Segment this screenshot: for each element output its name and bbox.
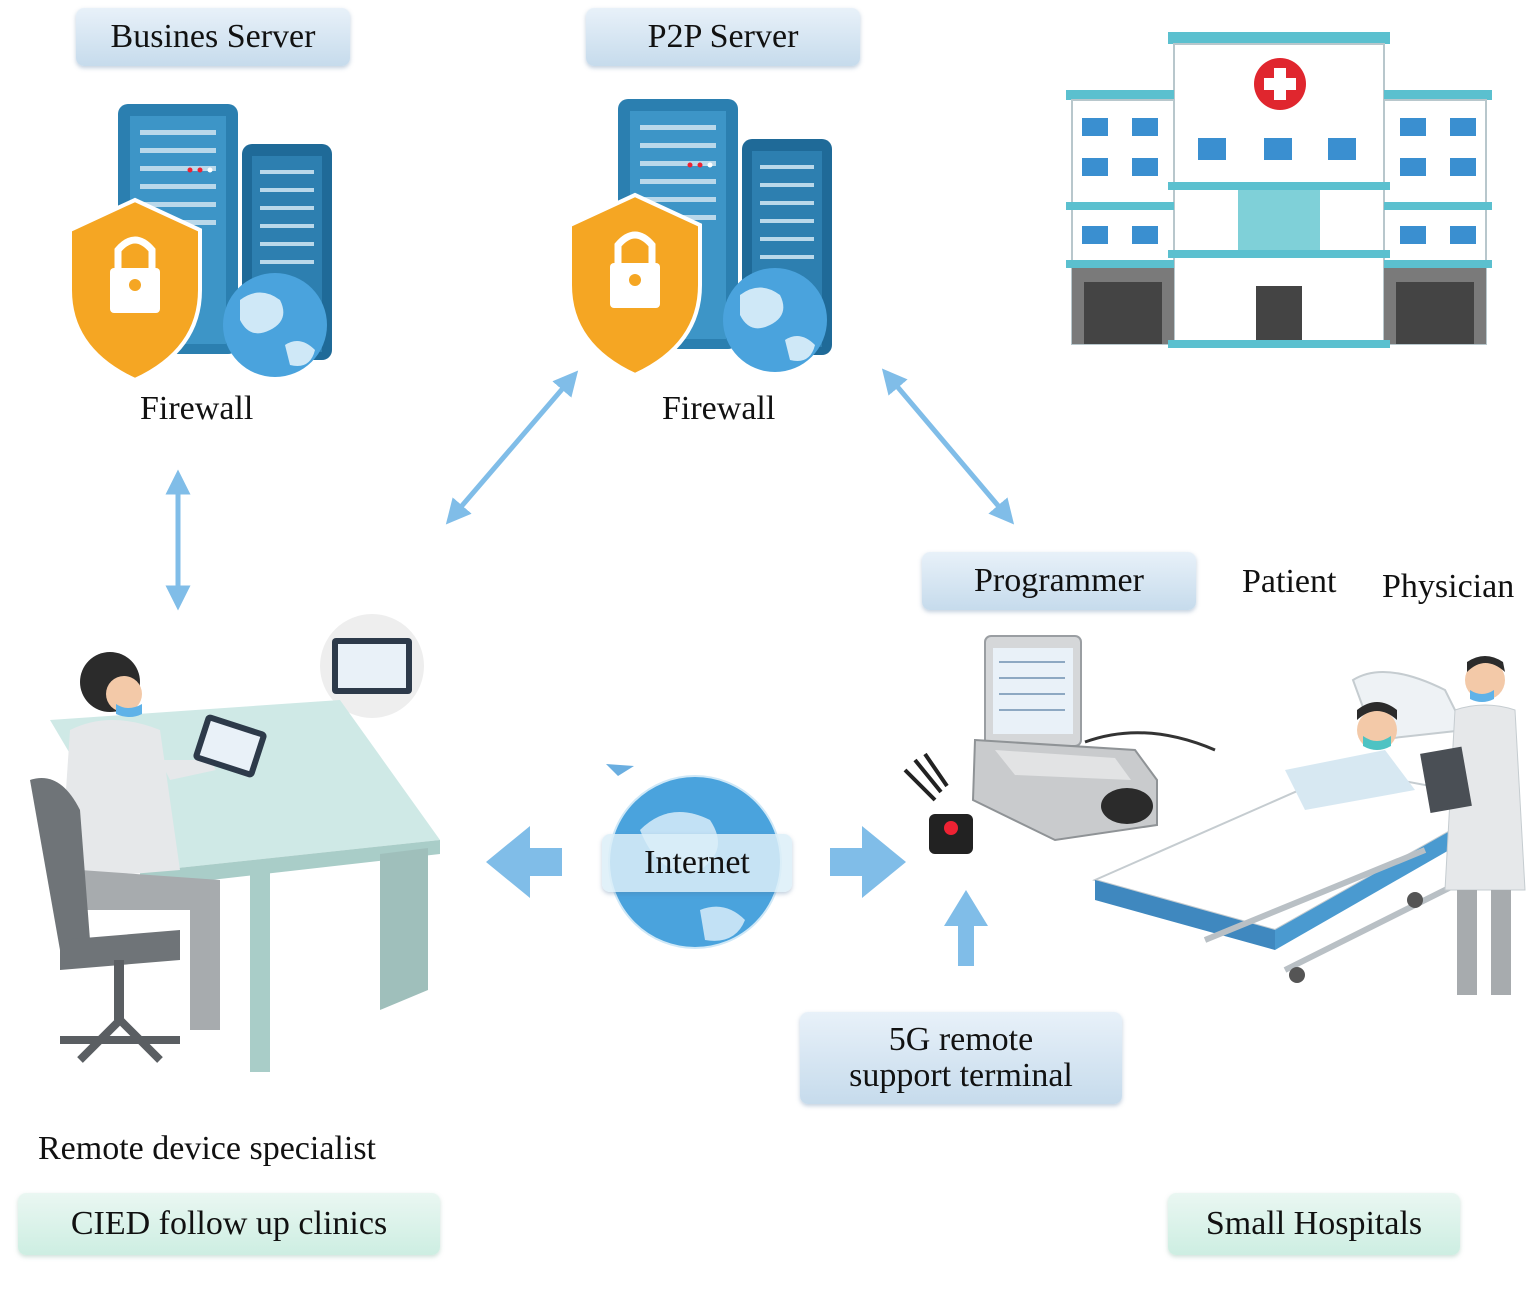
programmer-device-icon	[903, 635, 1216, 854]
5g-terminal-label-line1: 5G remote	[888, 1021, 1034, 1059]
internet-label-text: Internet	[644, 844, 750, 882]
specialist-scene	[30, 614, 440, 1072]
firewall-shield-icon	[568, 192, 702, 378]
physician-label: Physician	[1382, 568, 1515, 605]
arrow-terminal-to-programmer	[944, 890, 988, 966]
hospital-building-icon	[1066, 32, 1492, 348]
internet-label: Internet	[602, 834, 792, 892]
firewall-shield-icon	[68, 197, 202, 383]
arrow-internet-to-programmer	[830, 826, 906, 898]
small-hospitals-badge-text: Small Hospitals	[1205, 1205, 1423, 1243]
5g-terminal-label: 5G remote support terminal	[800, 1012, 1122, 1104]
5g-terminal-label-line2: support terminal	[849, 1057, 1073, 1094]
business-server-title-text: Busines Server	[110, 18, 316, 56]
programmer-title-text: Programmer	[974, 562, 1144, 600]
p2p-firewall-caption: Firewall	[662, 390, 776, 427]
doctor-icon	[60, 652, 267, 1030]
patient-icon	[1285, 702, 1415, 810]
arrow-p2p-internet	[445, 370, 579, 525]
arrow-internet-to-specialist	[486, 826, 562, 898]
small-hospitals-badge: Small Hospitals	[1168, 1193, 1460, 1255]
p2p-server-title: P2P Server	[586, 8, 860, 66]
cied-clinics-badge: CIED follow up clinics	[18, 1193, 440, 1255]
globe-icon	[223, 273, 327, 377]
hospital-bed-scene	[1092, 656, 1526, 995]
patient-label: Patient	[1242, 563, 1337, 600]
business-firewall-caption: Firewall	[140, 390, 254, 427]
paper-plane-icon	[606, 764, 634, 776]
globe-icon	[723, 268, 827, 372]
cied-clinics-badge-text: CIED follow up clinics	[70, 1205, 388, 1243]
hospital-bed-icon	[1092, 671, 1508, 983]
business-server-title: Busines Server	[76, 8, 350, 66]
business-server-icon	[68, 104, 332, 383]
p2p-server-title-text: P2P Server	[647, 18, 799, 56]
specialist-label: Remote device specialist	[38, 1130, 376, 1167]
programmer-title: Programmer	[922, 552, 1196, 610]
p2p-server-icon	[568, 99, 832, 378]
office-chair	[30, 778, 180, 1063]
doctor-icon	[1420, 656, 1526, 995]
arrow-p2p-programmer	[881, 368, 1015, 525]
